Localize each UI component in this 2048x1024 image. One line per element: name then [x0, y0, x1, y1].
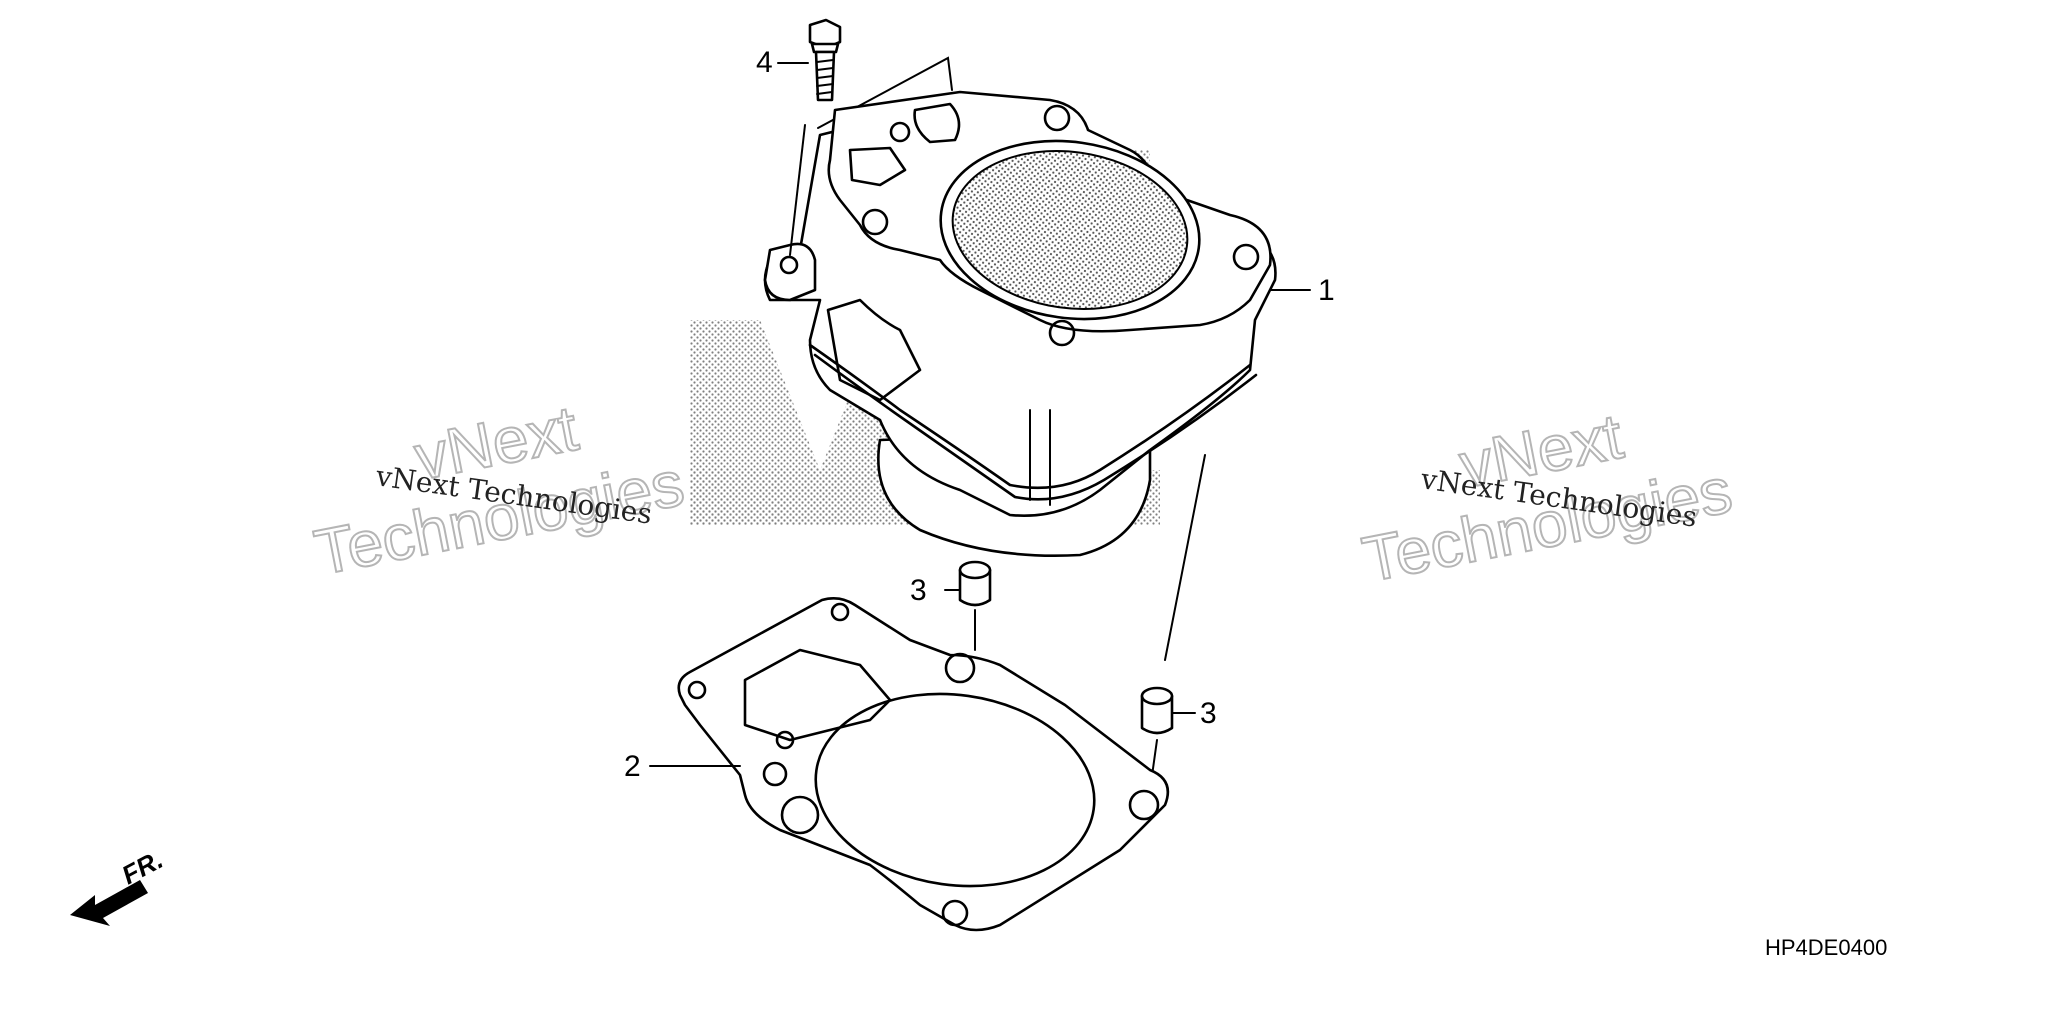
front-direction-label: FR. — [117, 844, 168, 890]
bolt-part — [808, 18, 842, 102]
dowel-pin-part-b — [1140, 686, 1174, 791]
callout-3-upper: 3 — [910, 574, 927, 607]
watermark-left: vNext Technologies vNext Technologies — [308, 391, 690, 590]
watermark-right: vNext Technologies vNext Technologies — [1356, 399, 1738, 597]
callout-4: 4 — [756, 46, 773, 79]
callout-leaders — [649, 62, 1311, 767]
front-arrow-icon: FR. — [70, 844, 168, 926]
cylinder-part — [763, 56, 1277, 661]
dowel-pin-part-a — [958, 560, 992, 651]
callout-2: 2 — [624, 750, 641, 783]
gasket-part — [677, 597, 1170, 932]
diagram-code: HP4DE0400 — [1765, 935, 1887, 960]
callout-3-lower: 3 — [1200, 697, 1217, 730]
callout-1: 1 — [1318, 274, 1335, 307]
